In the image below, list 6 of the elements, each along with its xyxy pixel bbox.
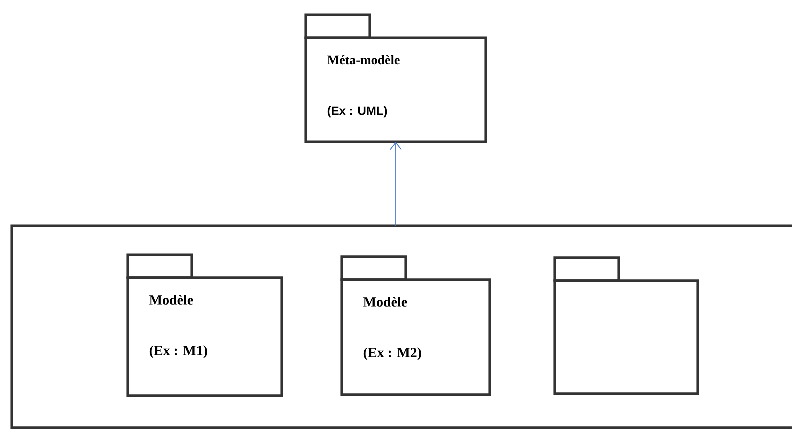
arrow <box>390 142 402 226</box>
package-box: Modèle (Ex : M1) <box>126 254 284 398</box>
package-box <box>554 256 700 396</box>
frame-box <box>10 224 792 430</box>
package-box: Méta-modèle (Ex : UML) <box>304 14 488 144</box>
package-box: Modèle (Ex : M2) <box>340 256 492 396</box>
